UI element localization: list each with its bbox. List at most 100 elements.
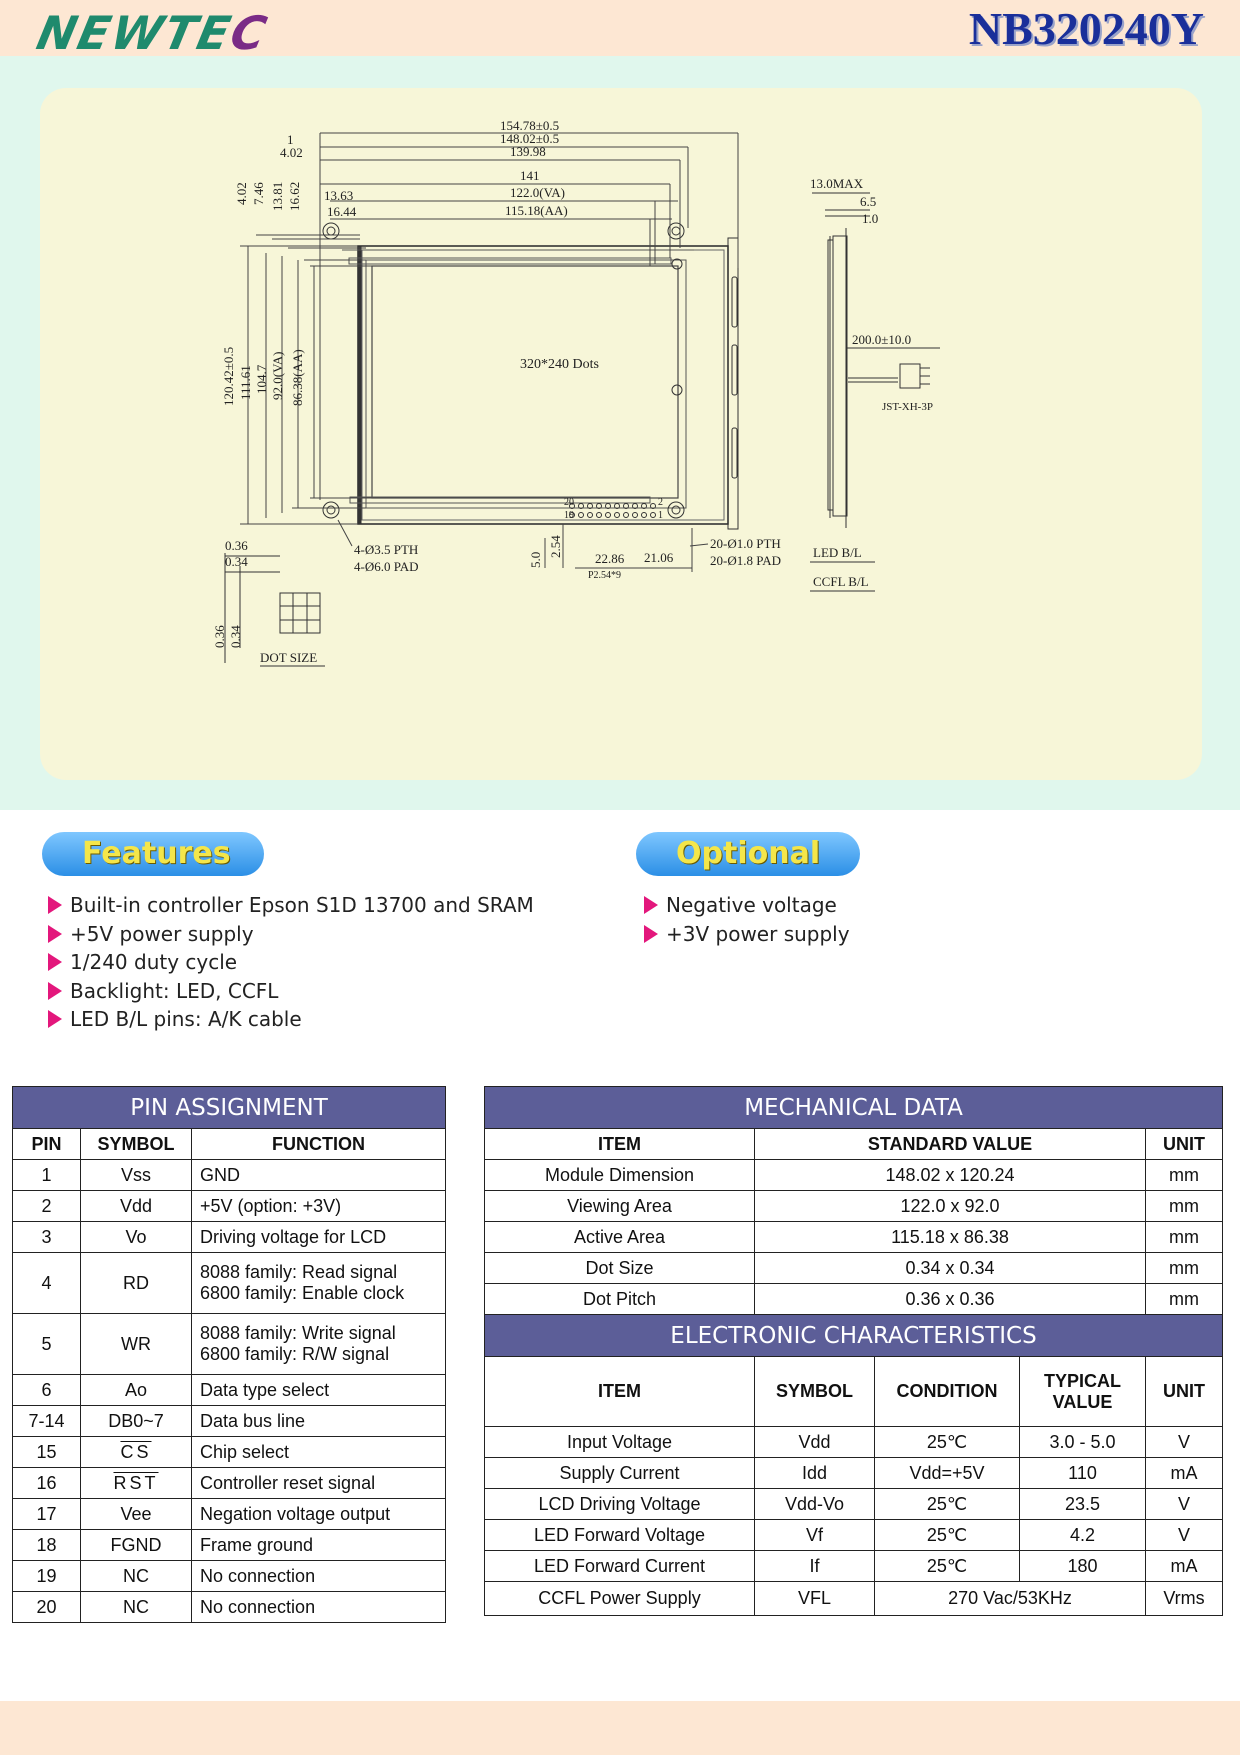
mechanical-drawing: 154.78±0.5 148.02±0.5 139.98 141 122.0(V… — [40, 88, 1202, 780]
svg-text:115.18(AA): 115.18(AA) — [505, 203, 568, 218]
svg-text:19: 19 — [564, 510, 574, 521]
svg-text:6.5: 6.5 — [860, 194, 876, 209]
bullet-icon — [644, 896, 658, 914]
svg-text:120.42±0.5: 120.42±0.5 — [221, 347, 236, 406]
list-item: Negative voltage — [642, 891, 942, 920]
svg-text:JST-XH-3P: JST-XH-3P — [882, 401, 933, 413]
column-header: UNIT — [1145, 1356, 1223, 1427]
pin-header — [569, 503, 656, 518]
optional-list: Negative voltage +3V power supply — [642, 891, 942, 948]
features-heading: Features — [42, 832, 264, 876]
column-header: ITEM — [484, 1128, 755, 1160]
bullet-icon — [48, 896, 62, 914]
svg-text:2: 2 — [658, 497, 663, 508]
svg-text:16.62: 16.62 — [287, 182, 302, 211]
svg-text:4-Ø3.5 PTH: 4-Ø3.5 PTH — [354, 542, 418, 557]
svg-text:200.0±10.0: 200.0±10.0 — [852, 332, 911, 347]
svg-text:13.81: 13.81 — [270, 182, 285, 211]
bullet-icon — [644, 924, 658, 943]
column-header: STANDARD VALUE — [754, 1128, 1146, 1160]
list-item: Backlight: LED, CCFL — [46, 977, 586, 1006]
svg-text:0.36: 0.36 — [225, 538, 248, 553]
features-list: Built-in controller Epson S1D 13700 and … — [46, 891, 586, 1034]
mechanical-data-table: MECHANICAL DATA ITEM STANDARD VALUE UNIT… — [484, 1086, 1223, 1616]
svg-text:LED B/L: LED B/L — [813, 545, 862, 560]
svg-text:0.34: 0.34 — [228, 625, 243, 648]
svg-text:13.63: 13.63 — [324, 188, 353, 203]
svg-text:20-Ø1.0 PTH: 20-Ø1.0 PTH — [710, 536, 781, 551]
svg-text:13.0MAX: 13.0MAX — [810, 176, 864, 191]
svg-text:21.06: 21.06 — [644, 550, 674, 565]
svg-text:1: 1 — [658, 510, 663, 521]
svg-text:139.98: 139.98 — [510, 144, 546, 159]
bullet-icon — [48, 1010, 62, 1028]
bullet-icon — [48, 924, 62, 943]
bullet-icon — [48, 953, 62, 971]
svg-text:141: 141 — [520, 168, 540, 183]
side-view: 13.0MAX 6.5 1.0 200.0±10.0 JST-XH-3P LED… — [810, 176, 940, 592]
svg-text:5.0: 5.0 — [528, 552, 543, 568]
header-bar: NEWTEC NB320240Y — [0, 0, 1240, 60]
svg-text:320*240 Dots: 320*240 Dots — [520, 357, 599, 372]
svg-text:4-Ø6.0 PAD: 4-Ø6.0 PAD — [354, 559, 419, 574]
svg-text:DOT SIZE: DOT SIZE — [260, 650, 317, 665]
svg-text:86.38(AA): 86.38(AA) — [290, 349, 305, 406]
list-item: Built-in controller Epson S1D 13700 and … — [46, 891, 586, 920]
svg-text:104.7: 104.7 — [254, 364, 269, 394]
svg-text:7.46: 7.46 — [251, 182, 266, 205]
svg-text:22.86: 22.86 — [595, 551, 625, 566]
column-header: SYMBOL — [754, 1356, 875, 1427]
column-header: UNIT — [1145, 1128, 1223, 1160]
svg-text:2.54: 2.54 — [548, 535, 563, 558]
column-header: ITEM — [484, 1356, 755, 1427]
table-title: MECHANICAL DATA — [484, 1086, 1223, 1129]
dot-size-detail: 0.36 0.34 0.36 0.34 DOT SIZE — [212, 538, 325, 667]
svg-text:CCFL B/L: CCFL B/L — [813, 574, 869, 589]
svg-text:4.02: 4.02 — [280, 145, 303, 160]
footer-bar — [0, 1701, 1240, 1755]
column-header: SYMBOL — [80, 1128, 192, 1160]
module-outline — [357, 245, 729, 525]
svg-text:0.34: 0.34 — [225, 554, 248, 569]
bullet-icon — [48, 981, 62, 1000]
table-title: ELECTRONIC CHARACTERISTICS — [484, 1314, 1223, 1357]
svg-text:4.02: 4.02 — [234, 182, 249, 205]
list-item: 1/240 duty cycle — [46, 948, 586, 977]
svg-text:154.78±0.5: 154.78±0.5 — [500, 118, 559, 133]
svg-text:P2.54*9: P2.54*9 — [588, 570, 621, 581]
active-area — [371, 265, 679, 499]
svg-text:122.0(VA): 122.0(VA) — [510, 185, 565, 200]
list-item: +5V power supply — [46, 920, 586, 949]
svg-text:1: 1 — [287, 132, 294, 147]
svg-text:148.02±0.5: 148.02±0.5 — [500, 131, 559, 146]
svg-text:92.0(VA): 92.0(VA) — [270, 351, 285, 400]
optional-heading: Optional — [636, 832, 860, 876]
svg-text:111.61: 111.61 — [238, 365, 253, 400]
column-header: CONDITION — [874, 1356, 1020, 1427]
mounting-holes — [322, 222, 685, 519]
table-title: PIN ASSIGNMENT — [12, 1086, 446, 1129]
